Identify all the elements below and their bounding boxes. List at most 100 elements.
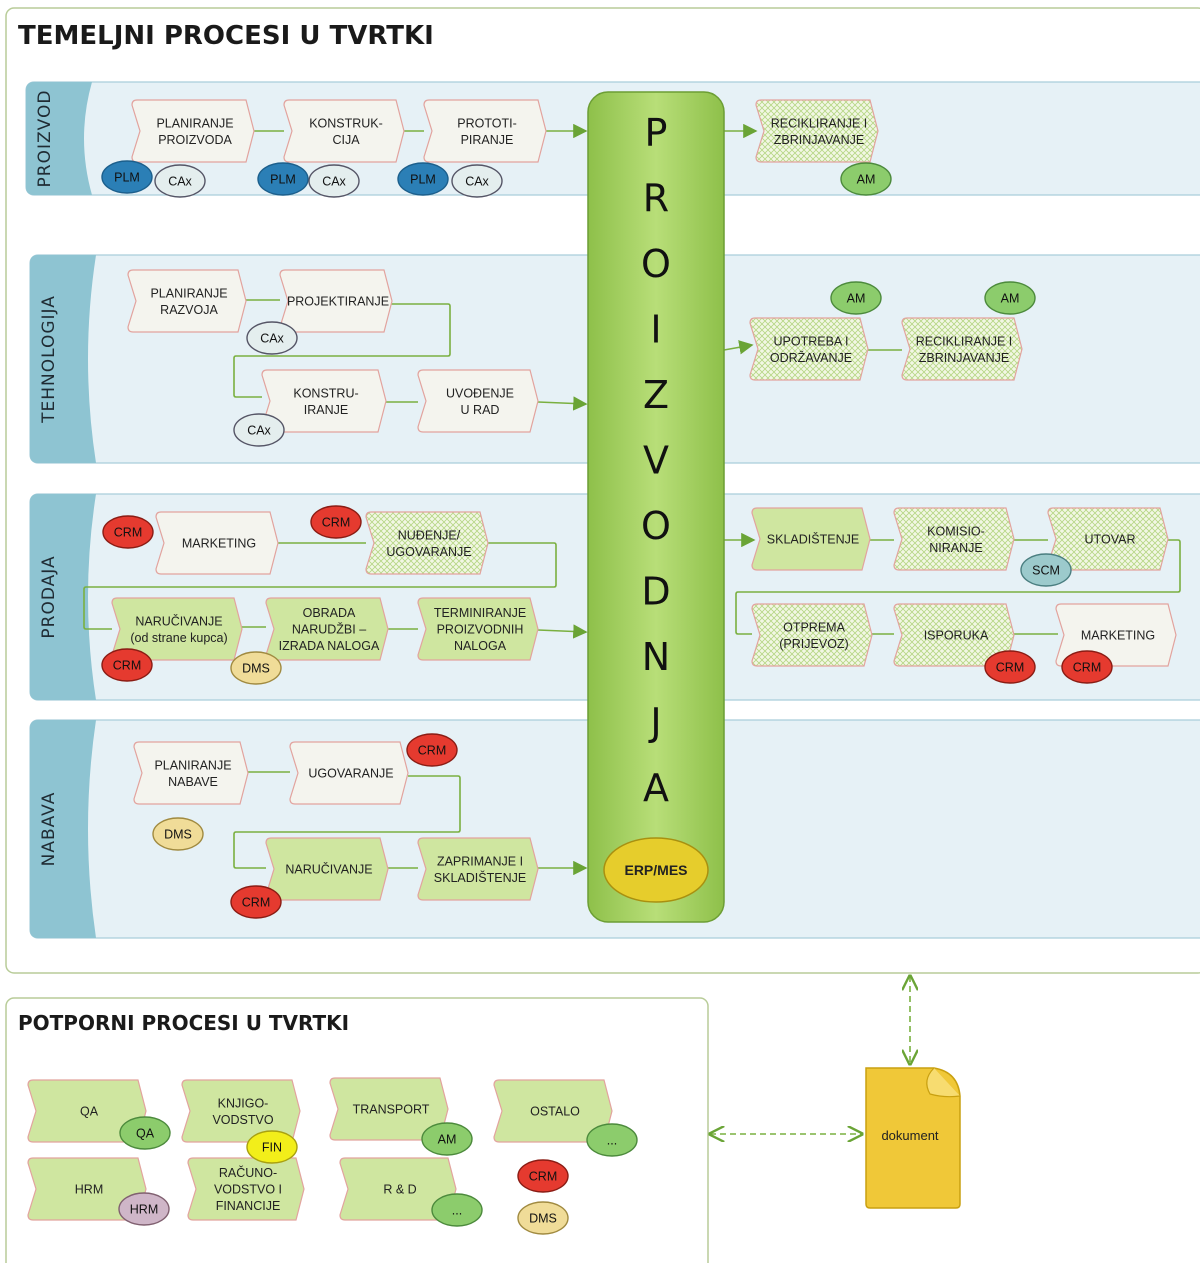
process-label: NARUDŽBI – <box>292 622 366 637</box>
system-tag-crm: CRM <box>310 505 362 539</box>
process-label: UTOVAR <box>1085 533 1136 547</box>
system-tag-crm: CRM <box>406 733 458 767</box>
process-label: VODSTVO <box>212 1113 273 1127</box>
system-tag-label: PLM <box>114 171 140 185</box>
process-label: RECIKLIRANJE I <box>916 334 1013 348</box>
system-tag-label: AM <box>857 173 876 187</box>
erp-mes-badge <box>603 837 709 903</box>
connector <box>233 775 461 869</box>
system-tag-dms: DMS <box>230 651 282 685</box>
process-label: UVOĐENJE <box>446 386 514 400</box>
production-letter: Z <box>643 373 669 417</box>
system-tag-dms: DMS <box>152 817 204 851</box>
system-tag-more: ... <box>431 1193 483 1227</box>
process-label: PIRANJE <box>461 133 514 147</box>
process-block-s9: OTPREMA(PRIJEVOZ) <box>751 603 873 667</box>
production-letter: P <box>645 111 668 155</box>
system-tag-cax: CAx <box>233 413 285 447</box>
process-label: PROIZVODA <box>158 133 232 147</box>
process-label: PLANIRANJE <box>154 758 231 772</box>
system-tag-shape <box>517 1201 569 1235</box>
process-label: QA <box>80 1105 99 1119</box>
process-block-t2: PROJEKTIRANJE <box>279 269 393 333</box>
process-shape <box>417 597 539 661</box>
system-tag-label: CAx <box>260 332 284 346</box>
system-tag-label: CRM <box>418 744 446 758</box>
process-shape <box>755 99 879 163</box>
process-shape <box>365 511 489 575</box>
process-block-q5: HRM <box>27 1157 147 1221</box>
system-tag-cax: CAx <box>154 164 206 198</box>
system-tag-shape <box>1020 553 1072 587</box>
process-label: ZAPRIMANJE I <box>437 854 523 868</box>
process-shape <box>27 1079 147 1143</box>
system-tag-scm: SCM <box>1020 553 1072 587</box>
system-tag-dms: DMS <box>517 1201 569 1235</box>
process-shape <box>423 99 547 163</box>
process-shape <box>339 1157 457 1221</box>
process-label: ODRŽAVANJE <box>770 350 852 365</box>
process-shape <box>187 1157 305 1221</box>
process-label: MARKETING <box>182 537 256 551</box>
process-block-t5: UPOTREBA I ODRŽAVANJE <box>749 317 869 381</box>
process-shape <box>417 837 539 901</box>
system-tag-shape <box>230 885 282 919</box>
process-shape <box>417 369 539 433</box>
system-tag-shape <box>233 413 285 447</box>
system-tag-label: DMS <box>242 662 270 676</box>
system-tag-shape <box>101 648 153 682</box>
process-block-n3: NARUČIVANJE <box>265 837 389 901</box>
system-tag-cax: CAx <box>451 164 503 198</box>
system-tag-label: PLM <box>410 173 436 187</box>
process-shape <box>155 511 279 575</box>
lane-label-nabava: NABAVA <box>39 792 59 867</box>
process-block-q2: KNJIGO-VODSTVO <box>181 1079 301 1143</box>
process-label: RECIKLIRANJE I <box>771 116 868 130</box>
process-label: U RAD <box>461 403 500 417</box>
process-shape <box>751 507 871 571</box>
lane-tab-proizvod <box>26 82 92 195</box>
process-block-n1: PLANIRANJE NABAVE <box>133 741 249 805</box>
system-tag-fin: FIN <box>246 1130 298 1164</box>
process-label: NABAVE <box>168 775 218 789</box>
process-shape <box>27 1157 147 1221</box>
process-block-s3: NARUČIVANJE(od strane kupca) <box>111 597 243 661</box>
process-label: NUĐENJE/ <box>398 528 461 542</box>
process-label: KONSTRUK- <box>309 116 383 130</box>
process-label: TRANSPORT <box>353 1103 430 1117</box>
system-tag-shape <box>257 162 309 196</box>
production-letter: A <box>643 766 669 810</box>
process-label: R & D <box>383 1183 416 1197</box>
document-icon <box>865 1067 961 1209</box>
document-fold <box>926 1067 961 1098</box>
system-tag-label: PLM <box>270 173 296 187</box>
system-tag-shape <box>308 164 360 198</box>
production-letter: V <box>643 439 669 483</box>
process-shape <box>749 317 869 381</box>
system-tag-shape <box>101 160 153 194</box>
system-tag-more: ... <box>586 1123 638 1157</box>
system-tag-label: ... <box>607 1134 617 1148</box>
system-tag-shape <box>118 1192 170 1226</box>
lane-label-proizvod: PROIZVOD <box>35 90 55 188</box>
process-shape <box>127 269 247 333</box>
system-tag-crm: CRM <box>1061 650 1113 684</box>
document-label: dokument <box>881 1128 938 1143</box>
system-tag-cax: CAx <box>246 321 298 355</box>
system-tag-label: CAx <box>322 175 346 189</box>
system-tag-shape <box>406 733 458 767</box>
process-label: PROTOTI- <box>457 116 517 130</box>
system-tag-plm: PLM <box>101 160 153 194</box>
process-label: CIJA <box>332 133 360 147</box>
system-tag-am: AM <box>830 281 882 315</box>
process-block-q1: QA <box>27 1079 147 1143</box>
production-letter: J <box>648 701 661 745</box>
production-column <box>587 91 725 923</box>
process-label: FINANCIJE <box>216 1199 281 1213</box>
process-label: UPOTREBA I <box>773 334 848 348</box>
